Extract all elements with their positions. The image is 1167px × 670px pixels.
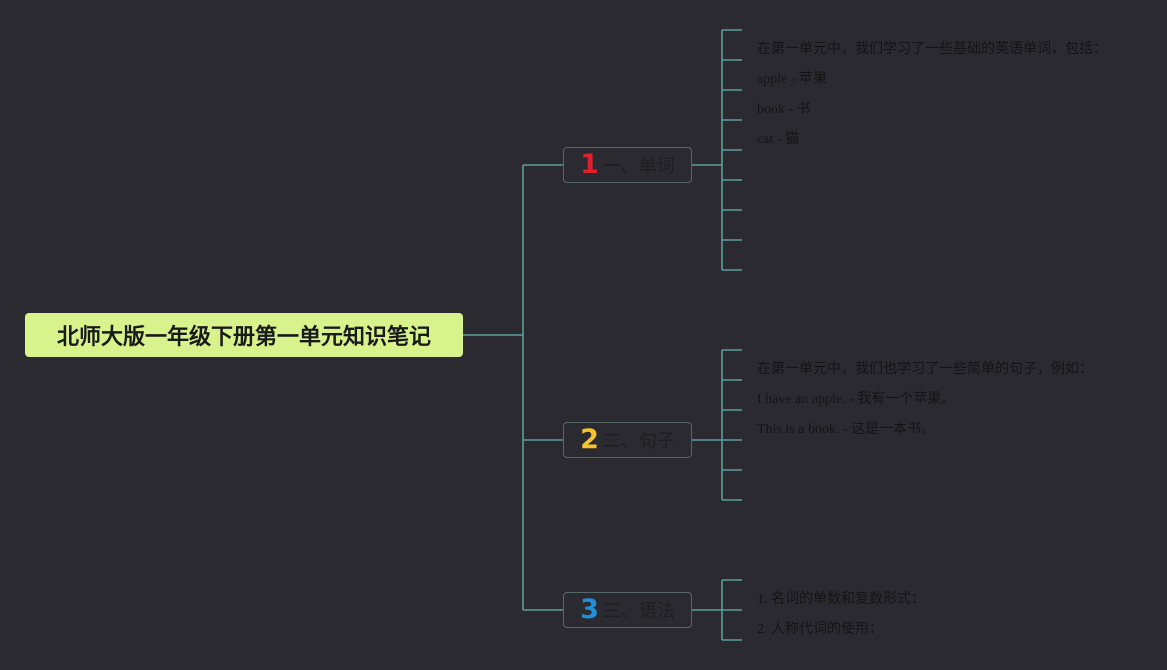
leaf-topic[interactable]: 2. 人称代词的使用： bbox=[757, 622, 883, 637]
root-topic[interactable]: 北师大版一年级下册第一单元知识笔记 bbox=[25, 313, 463, 357]
branch-label: 二、句子 bbox=[602, 431, 675, 452]
number-three-icon: 3 bbox=[580, 593, 599, 625]
branch-label: 一、单词 bbox=[602, 156, 675, 177]
root-title: 北师大版一年级下册第一单元知识笔记 bbox=[56, 325, 431, 350]
number-two-icon: 2 bbox=[580, 423, 599, 455]
branch-label: 三、语法 bbox=[602, 601, 675, 622]
branch-words[interactable]: 1 一、单词 bbox=[563, 147, 692, 183]
leaf-topic[interactable]: I have an apple. - 我有一个苹果。 bbox=[757, 392, 956, 407]
branch-grammar[interactable]: 3 三、语法 bbox=[563, 592, 692, 628]
leaf-topic[interactable]: cat - 猫 bbox=[757, 132, 799, 147]
leaf-topic[interactable]: 在第一单元中，我们学习了一些基础的英语单词，包括： bbox=[757, 42, 1107, 57]
leaf-topic[interactable]: apple - 苹果 bbox=[757, 72, 827, 87]
number-one-icon: 1 bbox=[580, 148, 599, 180]
leaf-topic[interactable]: This is a book. - 这是一本书。 bbox=[757, 422, 936, 437]
branch-sentences[interactable]: 2 二、句子 bbox=[563, 422, 692, 458]
leaf-topic[interactable]: 1. 名词的单数和复数形式： bbox=[757, 592, 925, 607]
leaf-topic[interactable]: book - 书 bbox=[757, 102, 811, 117]
leaf-topic[interactable]: 在第一单元中，我们也学习了一些简单的句子，例如： bbox=[757, 362, 1093, 377]
